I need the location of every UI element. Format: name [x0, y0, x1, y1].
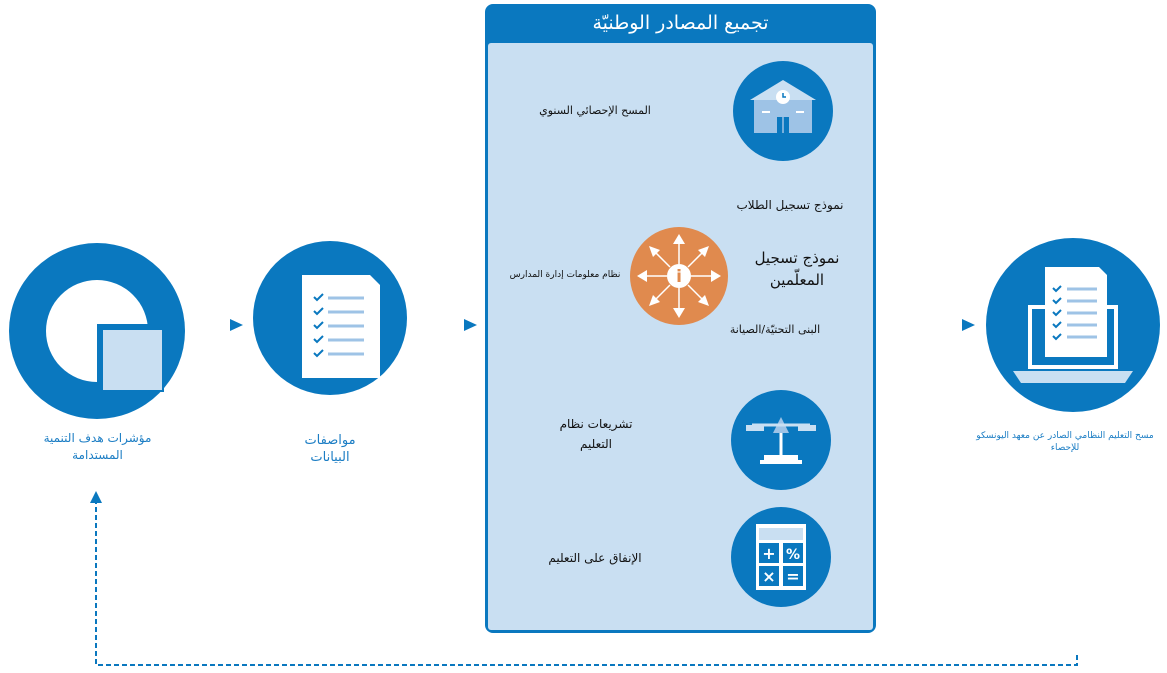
flow-arrow-1	[230, 319, 243, 331]
calc-times: ×	[762, 567, 775, 586]
emis-label: نظام معلومات إدارة المدارس	[509, 270, 621, 280]
flow-arrow-3	[962, 319, 975, 331]
expenditure-label: الإنفاق على التعليم	[548, 551, 642, 565]
infrastructure-label: البنى التحتيّة/الصيانة	[729, 323, 821, 336]
emis-info-icon: i	[630, 227, 728, 325]
panel-title: تجميع المصادر الوطنيّة	[592, 12, 769, 34]
sdg-indicators-label: مؤشرات هدف التنمية المستدامة	[43, 431, 152, 462]
calc-percent: %	[786, 547, 800, 563]
legislation-label: تشريعات نظام التعليم	[559, 417, 633, 451]
data-specifications-icon	[253, 241, 407, 395]
uis-survey-label: مسح التعليم النظامي الصادر عن معهد اليون…	[976, 431, 1154, 453]
flow-arrow-2	[464, 319, 477, 331]
emis-info-glyph: i	[676, 267, 682, 287]
teacher-registration-label: نموذج تسجيل المعلّمين	[754, 249, 840, 289]
calc-equals: =	[786, 567, 799, 586]
calculator-icon: + % × =	[731, 507, 831, 607]
annual-survey-label: المسح الإحصائي السنوي	[539, 104, 651, 117]
scales-icon	[731, 390, 831, 490]
uis-survey-laptop-icon	[986, 238, 1160, 412]
student-registration-label: نموذج تسجيل الطلاب	[736, 198, 844, 212]
data-specifications-label: مواصفات البيانات	[304, 433, 356, 465]
calc-plus: +	[762, 544, 775, 563]
school-building-icon	[733, 61, 833, 161]
sdg-indicators-icon	[9, 243, 185, 419]
